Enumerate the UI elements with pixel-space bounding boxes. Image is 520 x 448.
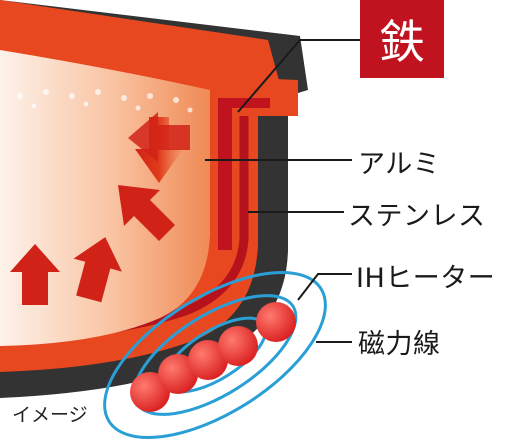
- heat-arrow-diagonal: [118, 185, 175, 241]
- image-note: イメージ: [12, 404, 88, 426]
- label-ih-heater: IHヒーター: [356, 263, 496, 294]
- coil-ball: [188, 340, 228, 380]
- rice-texture: [17, 89, 193, 113]
- coil-ball: [256, 302, 296, 342]
- ih-heater-coils: [130, 302, 296, 412]
- rim: [205, 76, 298, 250]
- iron-badge: 鉄: [360, 0, 444, 78]
- coil-ball: [158, 354, 198, 394]
- leader-lines: [205, 39, 360, 343]
- heat-arrow-left-2: [128, 112, 190, 162]
- leader-ih-heater: [297, 273, 352, 301]
- heat-arrow-up-1: [73, 237, 122, 303]
- label-stainless: ステンレス: [348, 201, 486, 232]
- leader-iron: [237, 39, 360, 113]
- rim-red-line: [218, 98, 270, 250]
- label-aluminum: アルミ: [358, 149, 441, 180]
- heat-arrows: [10, 112, 190, 305]
- field-line-outer: [103, 270, 327, 440]
- label-magnetic-lines: 磁力線: [358, 329, 441, 360]
- heat-arrow-up-2: [10, 244, 60, 305]
- coil-ball: [218, 326, 258, 366]
